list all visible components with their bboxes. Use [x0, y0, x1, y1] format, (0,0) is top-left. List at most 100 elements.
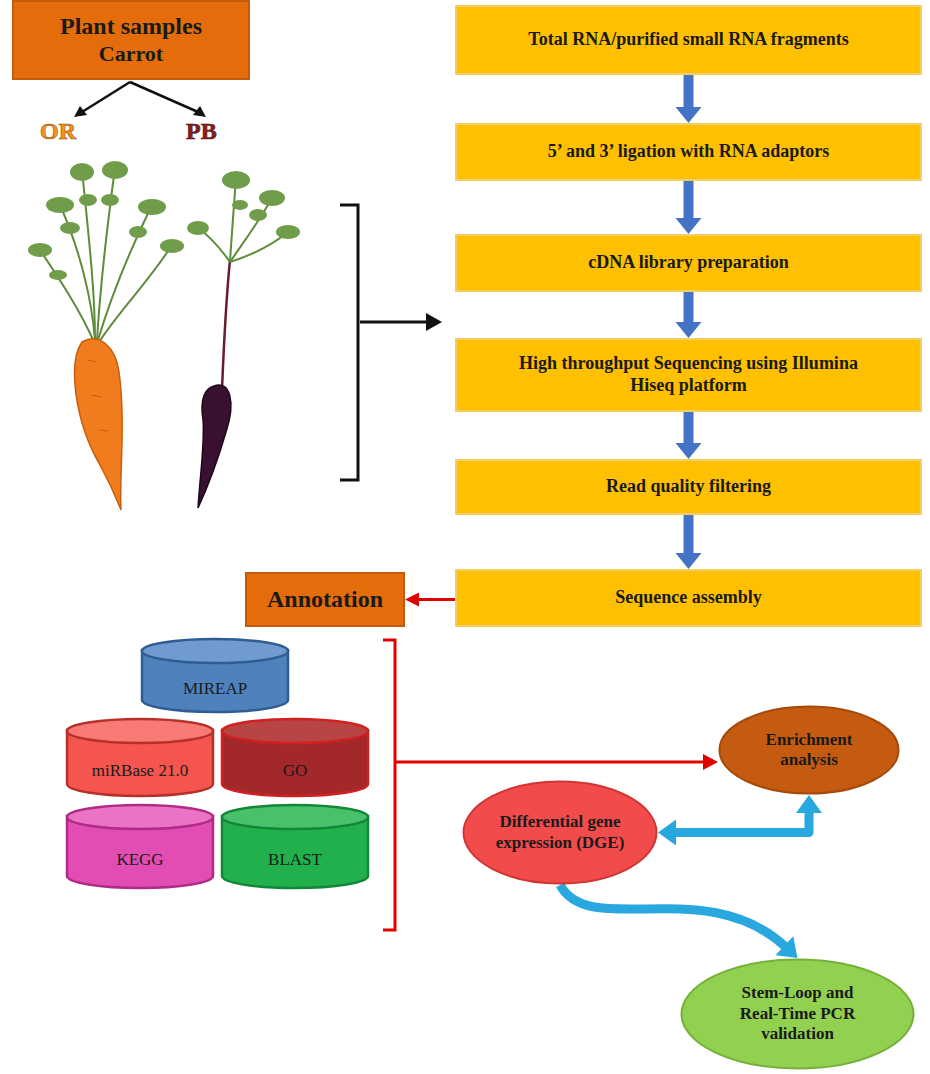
text-group: Read quality filtering: [606, 476, 771, 498]
text-group: cDNA library preparation: [588, 252, 789, 274]
arrow-head: [703, 754, 718, 770]
arrow-head: [676, 553, 702, 569]
cylinder-top: [67, 719, 213, 743]
text-group: Total RNA/purified small RNA fragments: [528, 29, 848, 51]
text-group: Sequence assembly: [615, 587, 762, 609]
database-cylinder: KEGG: [65, 804, 215, 890]
arrow-head: [426, 313, 442, 331]
sample-label: OR: [40, 118, 76, 145]
cylinder-outline: [220, 718, 370, 798]
orange-carrot: [28, 161, 184, 510]
arrow-head: [658, 820, 676, 846]
text-group: High throughput Sequencing using Illumin…: [497, 353, 880, 396]
arrow-head: [676, 107, 702, 123]
analysis-ellipse: Enrichment analysis: [718, 705, 900, 795]
connector-line: [417, 598, 455, 601]
connector-arrow: [658, 795, 822, 846]
cylinder-top: [142, 639, 288, 663]
database-cylinder: miRBase 21.0: [65, 718, 215, 798]
connector-line: [560, 885, 786, 948]
connector-arrow: [676, 515, 702, 569]
node-label: cDNA library preparation: [588, 252, 789, 274]
cylinder-top: [222, 805, 368, 829]
connector-line: [684, 292, 694, 324]
cylinder-top: [67, 805, 213, 829]
cylinder-outline: [65, 804, 215, 890]
node-label: Total RNA/purified small RNA fragments: [528, 29, 848, 51]
node-label: KEGG: [116, 850, 163, 870]
connector-line: [684, 75, 694, 109]
node-label: MIREAP: [183, 679, 247, 699]
process-box: 5’ and 3’ ligation with RNA adaptors: [455, 123, 922, 181]
cylinder-outline: [65, 718, 215, 798]
database-arrow: [395, 761, 706, 764]
validation-ellipse: Stem-Loop and Real-Time PCR validation: [680, 958, 915, 1070]
node-label: Enrichment analysis: [749, 730, 869, 771]
text-group: KEGG: [116, 850, 163, 870]
process-box: Sequence assembly: [455, 569, 922, 627]
text-group: Plant samplesCarrot: [60, 12, 202, 67]
purple-carrot: [187, 171, 300, 508]
node-label: Plant samples: [60, 12, 202, 41]
database-cylinder: MIREAP: [140, 638, 290, 714]
node-label: Annotation: [267, 585, 383, 614]
text-group: Annotation: [267, 585, 383, 614]
arrow-head: [775, 936, 797, 958]
text-group: Enrichment analysis: [749, 730, 869, 771]
analysis-ellipse: Differential gene expression (DGE): [462, 780, 658, 885]
connector-arrow: [676, 292, 702, 338]
database-cylinder: GO: [220, 718, 370, 798]
ellipse-shape: [682, 960, 914, 1069]
text-group: GO: [283, 761, 308, 781]
text-group: BLAST: [268, 850, 322, 870]
database-bracket: [383, 640, 395, 930]
ellipse-shape: [720, 707, 899, 794]
cylinder-outline: [140, 638, 290, 714]
node-label: BLAST: [268, 850, 322, 870]
node-label: Read quality filtering: [606, 476, 771, 498]
group-bracket: [340, 205, 358, 480]
sample-label: PB: [186, 118, 217, 145]
arrow-head: [193, 106, 206, 117]
database-cylinder: BLAST: [220, 804, 370, 890]
arrow-head: [676, 322, 702, 338]
node-label: 5’ and 3’ ligation with RNA adaptors: [548, 141, 829, 163]
process-box: cDNA library preparation: [455, 234, 922, 292]
node-label: GO: [283, 761, 308, 781]
arrow-head: [405, 593, 419, 607]
node-label: Differential gene expression (DGE): [490, 812, 630, 853]
arrow-head: [676, 218, 702, 234]
cylinder-top: [222, 719, 368, 743]
text-group: Differential gene expression (DGE): [490, 812, 630, 853]
connector-line: [673, 810, 809, 832]
arrow-head: [676, 443, 702, 459]
annotation-box: Annotation: [245, 572, 405, 627]
node-label: High throughput Sequencing using Illumin…: [497, 353, 880, 396]
connector-arrow: [676, 181, 702, 234]
text-group: miRBase 21.0: [92, 761, 188, 781]
connector-arrow: [676, 75, 702, 123]
bracket-arrow: [360, 321, 428, 324]
connector-arrow: [676, 412, 702, 459]
connector-line: [684, 515, 694, 555]
sample-box: Plant samplesCarrot: [12, 0, 250, 80]
arrow-head: [74, 106, 87, 117]
connector-arrow: [560, 885, 798, 958]
ellipse-shape: [464, 782, 657, 884]
connector-line: [684, 181, 694, 220]
connector-line: [684, 412, 694, 445]
node-label: Stem-Loop and Real-Time PCR validation: [723, 983, 873, 1044]
process-box: Total RNA/purified small RNA fragments: [455, 5, 922, 75]
text-group: MIREAP: [183, 679, 247, 699]
connector-arrow: [405, 593, 455, 607]
node-sublabel: Carrot: [60, 41, 202, 67]
text-group: 5’ and 3’ ligation with RNA adaptors: [548, 141, 829, 163]
process-box: Read quality filtering: [455, 459, 922, 515]
arrow-head: [796, 795, 822, 813]
text-group: Stem-Loop and Real-Time PCR validation: [723, 983, 873, 1044]
process-box: High throughput Sequencing using Illumin…: [455, 338, 922, 412]
sample-split-arrows: [82, 82, 198, 112]
cylinder-outline: [220, 804, 370, 890]
node-label: Sequence assembly: [615, 587, 762, 609]
